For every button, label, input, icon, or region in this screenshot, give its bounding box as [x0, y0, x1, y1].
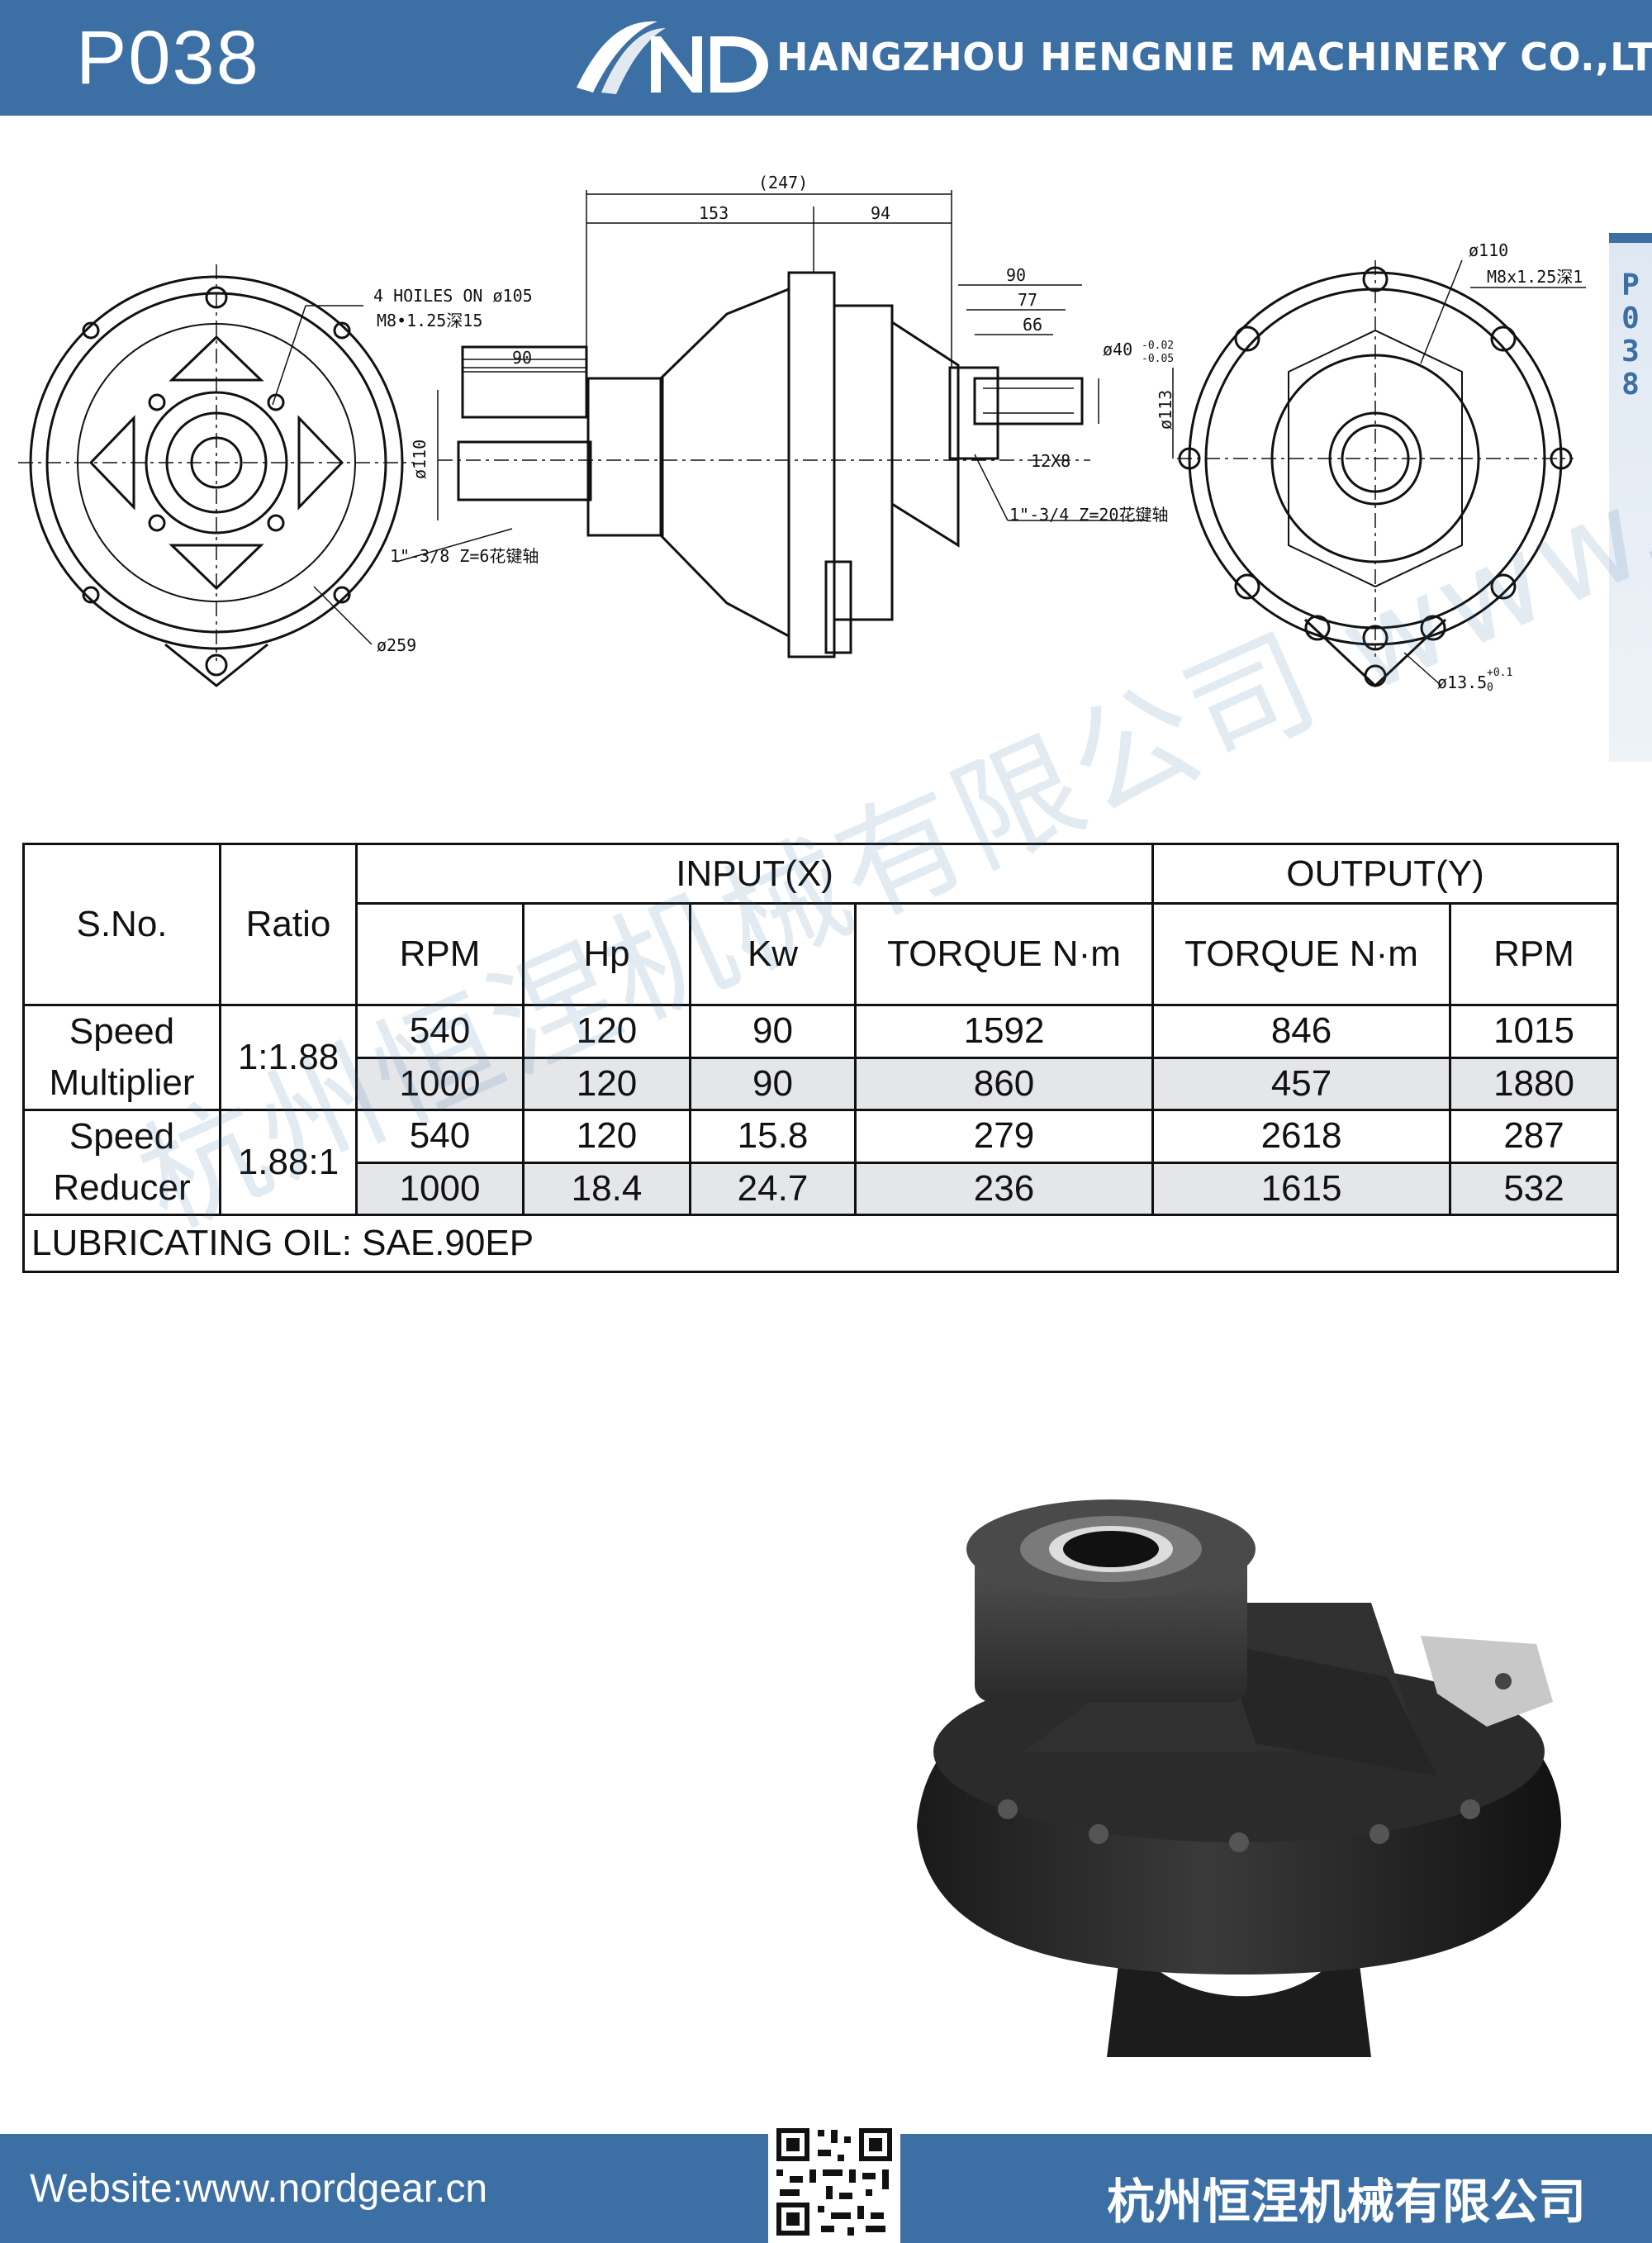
company-logo	[577, 21, 768, 94]
dim-input-diameter: ø110	[410, 440, 430, 479]
dim-holes-note: 4 HOILES ON ø105	[373, 286, 533, 306]
dim-thread-note: M8•1.25深15	[377, 311, 482, 330]
cell-kw: 90	[689, 1004, 857, 1059]
table-row: Speed Multiplier 1:1.88 540 120 90 1592 …	[22, 1004, 1620, 1111]
cell-rpm-in: 1000	[355, 1161, 525, 1216]
dim-right-diameter: ø110	[1469, 240, 1508, 260]
table-row: 1000 18.4 24.7 236 1615 532	[24, 1161, 1620, 1216]
dim-input-spline: 1"-3/8 Z=6花键轴	[390, 546, 539, 566]
dim-right-hole-tol-upper: +0.1	[1487, 667, 1512, 679]
cell-torque-out: 457	[1151, 1056, 1452, 1111]
cell-rpm-out: 1015	[1449, 1004, 1620, 1059]
dim-overall-length: (247)	[758, 173, 808, 192]
website-text: Website:www.nordgear.cn	[30, 2167, 488, 2211]
dim-right-hole-tol-lower: 0	[1487, 682, 1493, 694]
cell-hp: 120	[522, 1109, 691, 1164]
header-sno: S.No.	[22, 843, 221, 1006]
cell-torque-in: 236	[853, 1161, 1155, 1216]
header-bar	[0, 0, 1652, 116]
product-photo	[917, 1499, 1561, 2057]
cell-rpm-out: 1880	[1449, 1056, 1620, 1111]
header-rpm-in: RPM	[355, 902, 525, 1006]
cell-hp: 18.4	[522, 1161, 691, 1216]
header-output: OUTPUT(Y)	[1151, 843, 1620, 905]
specification-table: S.No. Ratio INPUT(X) OUTPUT(Y) RPM Hp Kw…	[21, 843, 1620, 1273]
dim-outer-diameter: ø259	[377, 635, 416, 655]
dim-right-length: 94	[871, 203, 890, 223]
dim-output-spline: 1"-3/4 Z=20花键轴	[1009, 505, 1168, 525]
dim-output-90: 90	[1006, 265, 1026, 285]
dim-tolerance-upper: -0.02	[1142, 340, 1174, 352]
dim-input-shaft-length: 90	[512, 348, 532, 368]
cell-torque-out: 846	[1151, 1004, 1452, 1059]
row-label-multiplier: Speed Multiplier	[22, 1004, 221, 1111]
cell-torque-in: 1592	[853, 1004, 1155, 1059]
dim-left-length: 153	[699, 203, 729, 223]
cell-rpm-out: 287	[1449, 1109, 1620, 1164]
row-ratio-reducer: 1.88:1	[219, 1109, 358, 1216]
row-ratio-multiplier: 1:1.88	[219, 1004, 358, 1111]
header-torque-in: TORQUE N·m	[853, 902, 1155, 1006]
qr-code-icon	[768, 2122, 900, 2243]
dim-flange-diameter: ø113	[1156, 390, 1175, 430]
cell-rpm-in: 1000	[355, 1056, 525, 1111]
lubricating-oil-note: LUBRICATING OIL: SAE.90EP	[21, 1214, 1620, 1273]
table-row: 1000 120 90 860 457 1880	[24, 1056, 1620, 1111]
front-view-right	[1177, 259, 1586, 688]
header-torque-out: TORQUE N·m	[1151, 902, 1452, 1006]
side-tab-label: P 0 3 8	[1621, 268, 1640, 402]
cell-torque-in: 860	[853, 1056, 1155, 1111]
model-number: P038	[76, 16, 260, 100]
cell-kw: 24.7	[689, 1161, 857, 1216]
dim-tolerance-lower: -0.05	[1142, 353, 1174, 365]
cell-rpm-in: 540	[355, 1004, 525, 1059]
dim-output-77: 77	[1018, 290, 1037, 310]
dim-right-hole: ø13.5	[1437, 672, 1487, 692]
cell-torque-in: 279	[853, 1109, 1155, 1164]
table-row: Speed Reducer 1.88:1 540 120 15.8 279 26…	[22, 1109, 1620, 1216]
side-view	[396, 190, 1174, 658]
cell-rpm-out: 532	[1449, 1161, 1620, 1216]
header-input: INPUT(X)	[354, 843, 1155, 905]
cell-hp: 120	[522, 1004, 691, 1059]
cell-torque-out: 2618	[1151, 1109, 1452, 1164]
technical-drawing: 4 HOILES ON ø105 M8•1.25深15 ø259	[18, 173, 1586, 694]
cell-kw: 15.8	[689, 1109, 857, 1164]
side-tab	[1609, 233, 1652, 762]
header-kw: Kw	[689, 902, 857, 1006]
front-view-left	[18, 264, 415, 687]
cell-rpm-in: 540	[355, 1109, 525, 1164]
cell-kw: 90	[689, 1056, 857, 1111]
dim-right-thread-note: M8x1.25深1	[1487, 267, 1583, 287]
dim-output-66: 66	[1023, 315, 1042, 335]
cell-hp: 120	[522, 1056, 691, 1111]
company-name-en: HANGZHOU HENGNIE MACHINERY CO.,LTD	[776, 35, 1652, 79]
cell-torque-out: 1615	[1151, 1161, 1452, 1216]
header-hp: Hp	[522, 902, 691, 1006]
company-name-cn: 杭州恒涅机械有限公司	[1107, 2174, 1587, 2230]
row-label-reducer: Speed Reducer	[22, 1109, 221, 1216]
header-rpm-out: RPM	[1449, 902, 1620, 1006]
dim-key: 12X8	[1031, 451, 1070, 471]
header-ratio: Ratio	[219, 843, 358, 1006]
dim-output-diameter: ø40	[1103, 340, 1132, 359]
